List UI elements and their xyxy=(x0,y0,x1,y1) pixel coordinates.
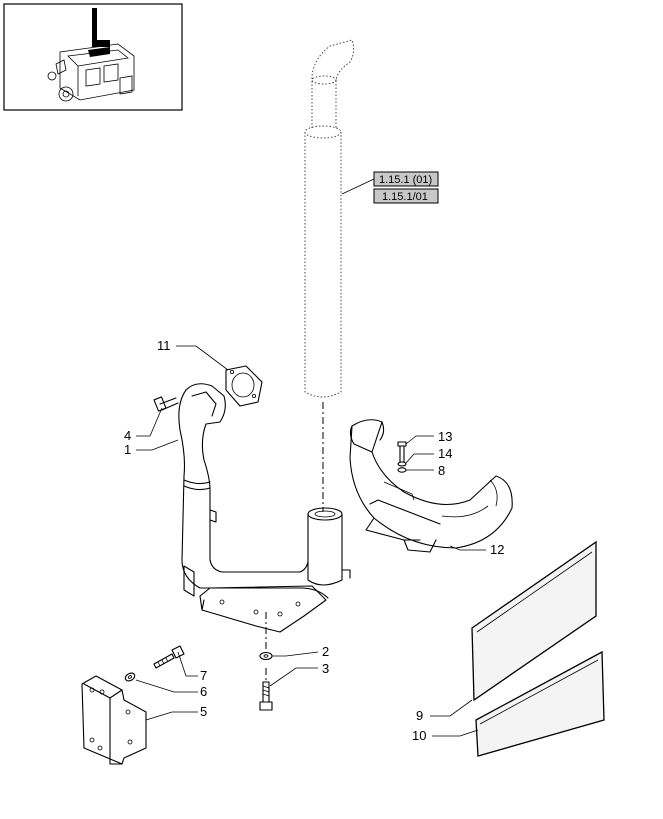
callout-4: 4 xyxy=(124,428,131,443)
callout-7: 7 xyxy=(200,668,207,683)
shield-bolt xyxy=(397,441,407,463)
shield-washer-8 xyxy=(397,467,407,473)
engine-thumbnail-icon xyxy=(47,8,135,102)
reference-a[interactable]: 1.15.1 (01) xyxy=(373,171,439,187)
callout-6: 6 xyxy=(200,684,207,699)
gasket xyxy=(225,365,263,407)
callout-11: 11 xyxy=(157,338,171,353)
washer-2 xyxy=(259,651,273,661)
callout-3: 3 xyxy=(322,661,329,676)
callout-13: 13 xyxy=(438,429,452,444)
callouts: 11 4 1 13 14 8 12 2 3 7 6 5 9 10 xyxy=(124,338,504,743)
insulation-panel-9 xyxy=(471,540,597,702)
callout-12: 12 xyxy=(490,542,504,557)
flange-bolt xyxy=(153,396,179,412)
bracket-bolt xyxy=(153,645,185,669)
engine-thumbnail xyxy=(3,3,183,111)
callout-14: 14 xyxy=(438,446,452,461)
reference-leader xyxy=(341,178,375,195)
callout-2: 2 xyxy=(322,644,329,659)
leader-lines xyxy=(135,345,486,737)
reference-b-label: 1.15.1/01 xyxy=(382,191,428,203)
reference-a-label: 1.15.1 (01) xyxy=(379,174,432,186)
mounting-bracket xyxy=(81,675,147,765)
bracket-washer xyxy=(124,672,136,682)
callout-5: 5 xyxy=(200,704,207,719)
exhaust-elbow-pipe xyxy=(178,383,351,633)
tail-pipe xyxy=(304,39,355,398)
reference-b[interactable]: 1.15.1/01 xyxy=(373,188,439,204)
shield-washer-14 xyxy=(397,461,407,467)
insulation-panel-10 xyxy=(475,650,605,757)
bolt-3 xyxy=(259,681,273,711)
callout-10: 10 xyxy=(412,728,426,743)
heat-shield xyxy=(349,419,513,553)
callout-8: 8 xyxy=(438,463,445,478)
callout-1: 1 xyxy=(124,442,131,457)
callout-9: 9 xyxy=(416,708,423,723)
